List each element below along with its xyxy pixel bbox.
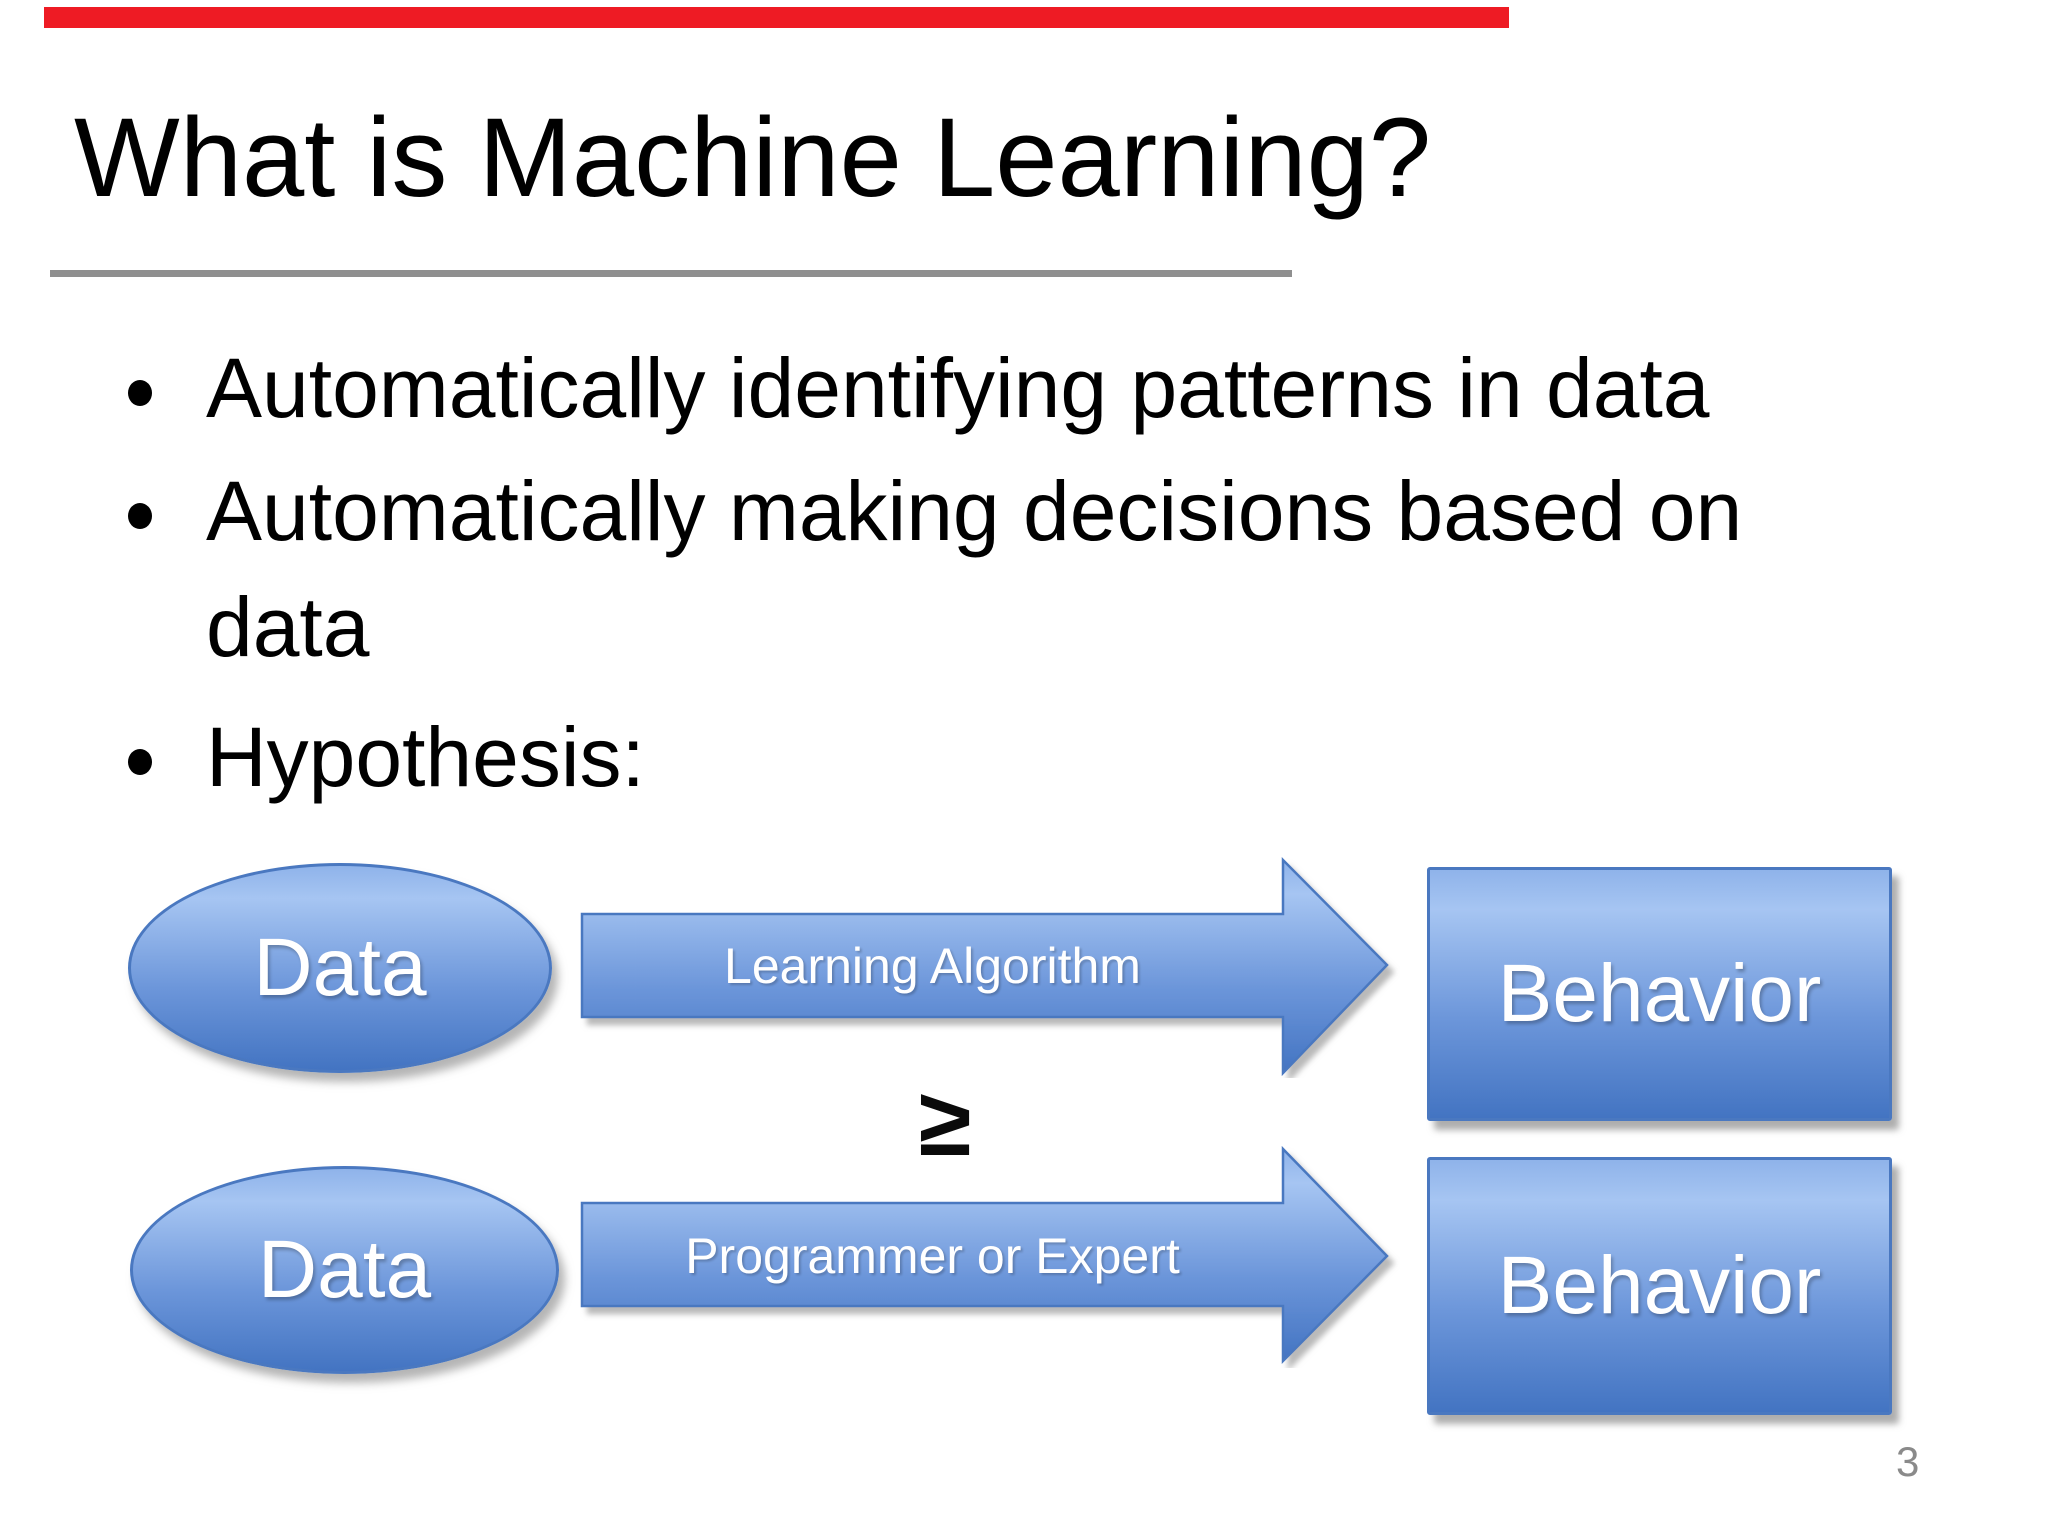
arrow-shape [580, 1146, 1389, 1365]
page-number: 3 [1896, 1438, 1920, 1485]
learning-algorithm-arrow [580, 856, 1389, 1077]
behavior-box-bottom-label: Behavior [1497, 1240, 1822, 1331]
data-ellipse-top-label: Data [253, 922, 427, 1013]
data-ellipse-top: Data [128, 863, 552, 1073]
bullet-text: Automatically making decisions based on [206, 464, 1743, 558]
bullet-text-wrap: data [206, 580, 370, 674]
greater-equal-symbol: ≥ [918, 1069, 972, 1176]
behavior-box-top-label: Behavior [1497, 948, 1822, 1039]
data-ellipse-bottom: Data [130, 1166, 559, 1374]
bullet-item: Hypothesis: [118, 699, 1978, 815]
title-underline-rule [50, 270, 1292, 277]
arrow-shape [580, 856, 1389, 1077]
behavior-box-bottom: Behavior [1427, 1157, 1892, 1415]
data-ellipse-bottom-label: Data [257, 1224, 432, 1315]
bullet-dot-icon [128, 749, 152, 775]
bullet-dot-icon [128, 380, 152, 406]
page-title: What is Machine Learning? [74, 95, 1432, 220]
programmer-expert-arrow [580, 1146, 1389, 1365]
programmer-expert-label: Programmer or Expert [685, 1227, 1180, 1284]
bullet-item: Automatically making decisions based on … [118, 453, 1978, 685]
learning-algorithm-label: Learning Algorithm [724, 937, 1141, 994]
bullet-text: Hypothesis: [206, 710, 645, 804]
bullet-item: Automatically identifying patterns in da… [118, 330, 1978, 446]
red-top-bar [44, 7, 1509, 28]
bullet-text: Automatically identifying patterns in da… [206, 341, 1710, 435]
bullet-dot-icon [128, 503, 152, 529]
behavior-box-top: Behavior [1427, 867, 1892, 1121]
